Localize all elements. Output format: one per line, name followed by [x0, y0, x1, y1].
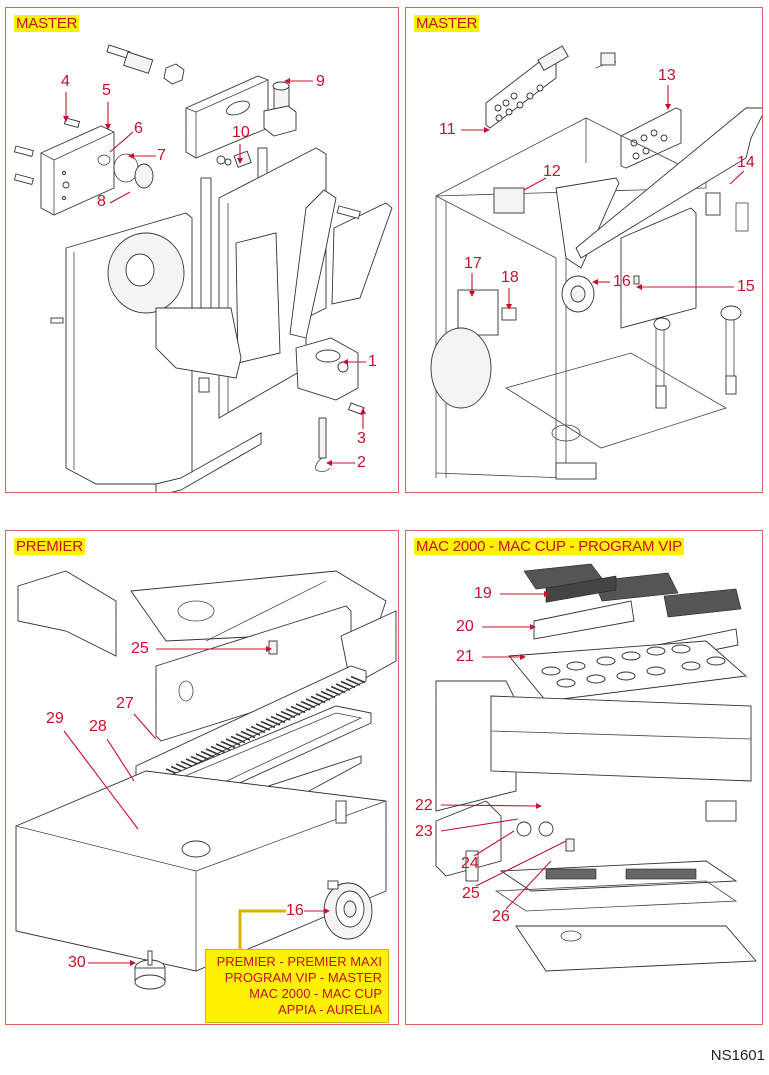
cup-hole: [681, 661, 701, 671]
callout-6: 6: [134, 120, 143, 137]
callout-16: 16: [613, 273, 631, 290]
note-line: PROGRAM VIP - MASTER: [224, 970, 382, 985]
exploded-view-frame-assembly: [430, 45, 762, 480]
cup-hole: [646, 646, 666, 656]
grid-slat: [235, 733, 251, 741]
grid-slat: [255, 723, 271, 731]
panel-mac2000: MAC 2000 - MAC CUP - PROGRAM VIP 19 20: [405, 530, 763, 1025]
grid-slat: [200, 750, 216, 759]
callout-2: 2: [357, 454, 366, 471]
cup-hole: [616, 671, 636, 681]
callout-13: 13: [658, 67, 676, 84]
panel-title: MASTER: [14, 15, 80, 32]
callout-16: 16: [286, 902, 304, 919]
document-code: NS1601: [710, 1047, 765, 1064]
note-line: APPIA - AURELIA: [277, 1002, 382, 1017]
callout-15: 15: [737, 278, 755, 295]
grid-slat: [270, 715, 286, 724]
exploded-view-group-assembly: [13, 44, 393, 492]
grid-slat: [335, 683, 351, 691]
grid-slat: [225, 738, 241, 746]
callout-8: 8: [97, 193, 106, 210]
callout-5: 5: [102, 82, 111, 99]
callout-7: 7: [157, 147, 166, 164]
callout-20: 20: [456, 618, 474, 635]
grid-slat: [325, 688, 341, 696]
cup-hole: [586, 674, 606, 684]
callout-14: 14: [737, 154, 755, 171]
grid-slat: [330, 685, 346, 694]
cup-hole: [566, 661, 586, 671]
grid-slat: [280, 710, 296, 719]
callout-24: 24: [461, 855, 479, 872]
cup-hole: [621, 651, 641, 661]
callout-23: 23: [415, 823, 433, 840]
grid-slat: [300, 700, 316, 709]
grid-slat: [305, 698, 321, 706]
grid-slat: [250, 725, 266, 734]
grid-slat: [260, 720, 276, 729]
callout-25: 25: [462, 885, 480, 902]
cup-hole: [596, 656, 616, 666]
callout-18: 18: [501, 269, 519, 286]
callout-19: 19: [474, 585, 492, 602]
callout-3: 3: [357, 430, 366, 447]
callout-22: 22: [415, 797, 433, 814]
callout-27: 27: [116, 695, 134, 712]
callout-9: 9: [316, 73, 325, 90]
callout-25: 25: [131, 640, 149, 657]
grid-slat: [205, 748, 221, 756]
grid-slat: [345, 678, 361, 686]
cup-hole: [646, 666, 666, 676]
grid-slat: [265, 718, 281, 726]
grid-slat: [210, 745, 226, 754]
grid-slat: [195, 753, 211, 761]
cup-hole: [556, 678, 576, 688]
callout-29: 29: [46, 710, 64, 727]
callout-11: 11: [439, 121, 456, 138]
exploded-view-drip-tray: [15, 570, 397, 990]
note-line: PREMIER - PREMIER MAXI: [216, 954, 382, 969]
cup-hole: [706, 656, 726, 666]
callout-28: 28: [89, 718, 107, 735]
note-line: MAC 2000 - MAC CUP: [249, 986, 382, 1001]
panel-title: MAC 2000 - MAC CUP - PROGRAM VIP: [414, 538, 684, 555]
callout-26: 26: [492, 908, 510, 925]
panel-title: MASTER: [414, 15, 480, 32]
panel-title: PREMIER: [14, 538, 85, 555]
grid-slat: [215, 743, 231, 751]
grid-slat: [230, 735, 246, 744]
panel-master-frame: MASTER: [405, 7, 763, 493]
callout-4: 4: [61, 73, 70, 90]
callout-17: 17: [464, 255, 482, 272]
callout-10: 10: [232, 124, 250, 141]
grid-slat: [315, 693, 331, 701]
callout-21: 21: [456, 648, 474, 665]
grid-slat: [340, 680, 356, 689]
grid-slat: [295, 703, 311, 711]
panel-master-group: MASTER: [5, 7, 399, 493]
adjuster-bolt: [106, 44, 185, 85]
callout-1: 1: [368, 353, 377, 370]
grid-slat: [290, 705, 306, 714]
callout-12: 12: [543, 163, 561, 180]
compatibility-note: PREMIER - PREMIER MAXI PROGRAM VIP - MAS…: [205, 949, 389, 1023]
grid-slat: [310, 695, 326, 704]
grid-slat: [285, 708, 301, 716]
exploded-view-cup-warmer: [435, 563, 757, 972]
callout-30: 30: [68, 954, 86, 971]
grid-slat: [320, 690, 336, 699]
grid-slat: [220, 740, 236, 749]
cup-hole: [671, 644, 691, 654]
grid-slat: [245, 728, 261, 736]
grid-slat: [240, 730, 256, 739]
grid-slat: [350, 675, 366, 684]
panel-premier: PREMIER 25: [5, 530, 399, 1025]
grid-slat: [275, 713, 291, 721]
cup-hole: [541, 666, 561, 676]
